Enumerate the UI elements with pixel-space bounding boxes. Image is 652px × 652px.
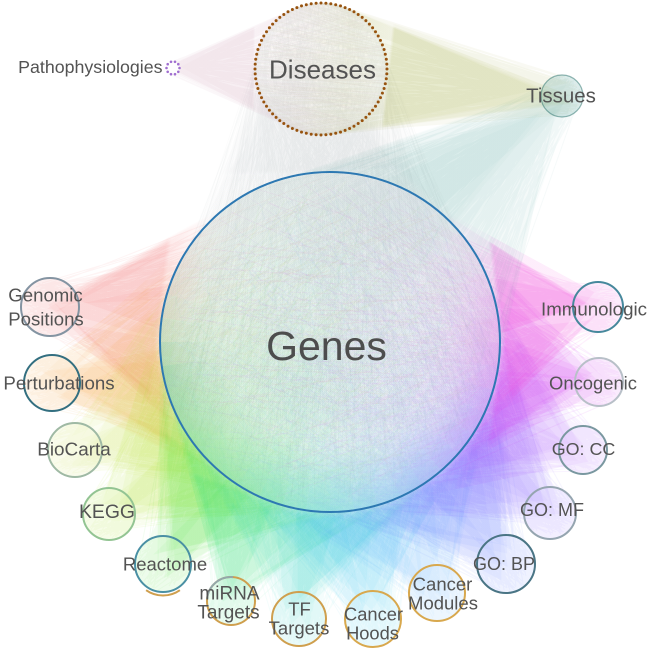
svg-text:Oncogenic: Oncogenic bbox=[549, 373, 637, 394]
svg-text:Pathophysiologies: Pathophysiologies bbox=[18, 57, 162, 77]
svg-text:miRNA: miRNA bbox=[199, 584, 259, 605]
svg-text:Perturbations: Perturbations bbox=[3, 373, 114, 394]
svg-text:GO: BP: GO: BP bbox=[473, 554, 535, 574]
svg-text:Modules: Modules bbox=[408, 593, 478, 614]
svg-text:Immunologic: Immunologic bbox=[541, 299, 647, 320]
svg-text:Hoods: Hoods bbox=[346, 623, 399, 644]
svg-text:Genomic: Genomic bbox=[8, 285, 82, 306]
svg-text:Targets: Targets bbox=[197, 603, 259, 624]
svg-text:Cancer: Cancer bbox=[344, 604, 403, 625]
svg-text:Cancer: Cancer bbox=[413, 574, 473, 595]
svg-text:GO: MF: GO: MF bbox=[520, 500, 584, 520]
svg-text:KEGG: KEGG bbox=[79, 501, 135, 523]
svg-text:Tissues: Tissues bbox=[526, 85, 596, 108]
svg-text:Diseases: Diseases bbox=[269, 55, 376, 85]
svg-text:Reactome: Reactome bbox=[123, 554, 207, 575]
svg-text:GO: CC: GO: CC bbox=[552, 439, 616, 459]
svg-text:TF: TF bbox=[288, 599, 311, 620]
svg-text:Targets: Targets bbox=[269, 618, 330, 639]
svg-text:Genes: Genes bbox=[266, 323, 387, 369]
svg-text:BioCarta: BioCarta bbox=[37, 440, 111, 461]
svg-text:Positions: Positions bbox=[8, 309, 83, 330]
